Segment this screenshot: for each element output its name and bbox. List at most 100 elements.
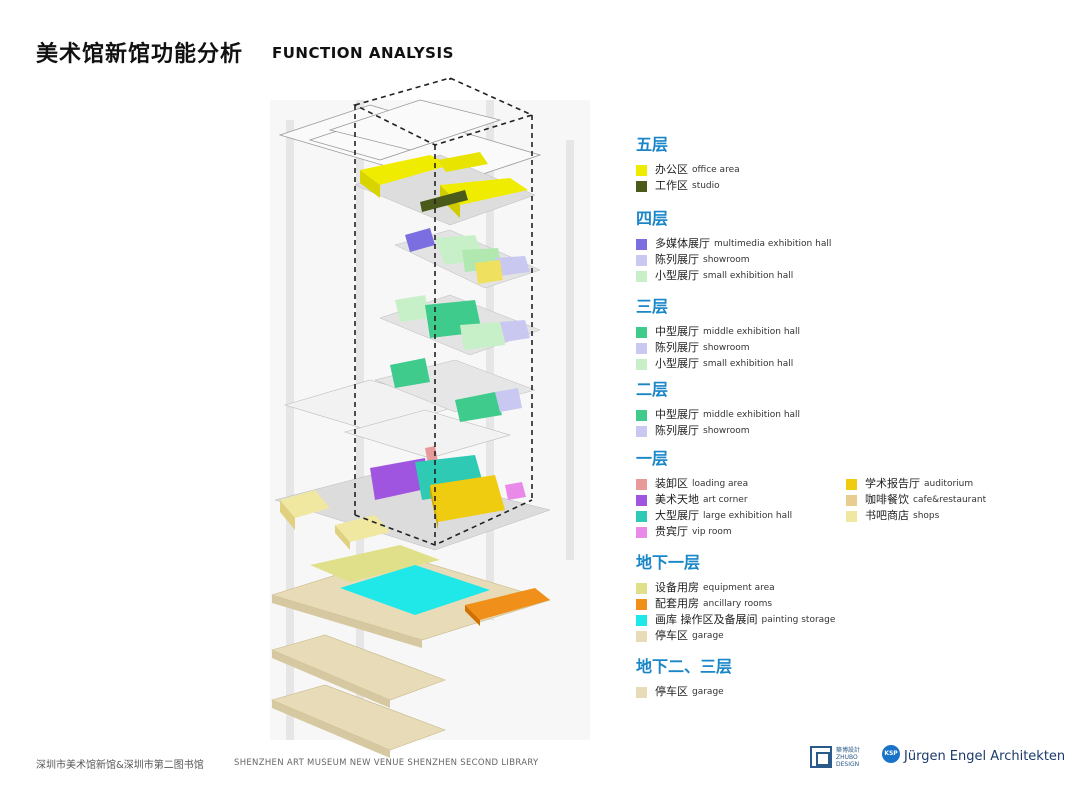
swatch-equipment <box>636 582 647 594</box>
b3-slab-side <box>272 700 390 758</box>
zhubo-logo: 築博設計 ZHUBO DESIGN <box>810 744 870 770</box>
legend-item: 配套用房 ancillary rooms <box>636 596 835 612</box>
legend-label-en: middle exhibition hall <box>703 327 801 337</box>
studio-block <box>420 190 468 212</box>
ancillary-block-side <box>465 605 480 626</box>
legend-item: 贵宾厅 vip room <box>636 524 846 540</box>
legend-item: 陈列展厅 showroom <box>636 340 800 356</box>
legend-label-en: equipment area <box>703 583 775 593</box>
legend-heading-f2: 二层 <box>636 380 669 399</box>
legend-item: 多媒体展厅 multimedia exhibition hall <box>636 236 831 252</box>
swatch-cafe <box>846 494 857 506</box>
tower-outline <box>352 77 535 546</box>
page-subtitle: FUNCTION ANALYSIS <box>272 44 454 62</box>
page-title: 美术馆新馆功能分析 <box>36 42 244 67</box>
footer-project-en: SHENZHEN ART MUSEUM NEW VENUE SHENZHEN S… <box>234 758 539 768</box>
middle-hall-2b <box>455 392 502 422</box>
legend-label-en: showroom <box>703 343 750 353</box>
equipment-block <box>310 545 440 582</box>
legend-label-en: painting storage <box>761 615 836 625</box>
b1-slab-side <box>272 595 422 648</box>
basement-2 <box>271 634 446 708</box>
legend-label-en: multimedia exhibition hall <box>714 239 832 249</box>
legend-label-en: garage <box>692 687 724 697</box>
legend-label-cn: 美术天地 <box>655 493 699 506</box>
legend-heading-b1: 地下一层 <box>636 553 701 572</box>
swatch-showroom <box>636 425 647 437</box>
legend-label-cn: 停车区 <box>655 685 688 698</box>
floor-2-slab-right <box>343 409 512 459</box>
legend-label-en: large exhibition hall <box>703 511 793 521</box>
legend-label-en: vip room <box>692 527 732 537</box>
legend-label-en: ancillary rooms <box>703 599 773 609</box>
b2-slab-side <box>272 650 390 708</box>
auditorium-block <box>430 475 505 522</box>
swatch-auditorium <box>846 478 857 490</box>
auditorium-side <box>430 485 438 530</box>
zhubo-logo-mark <box>810 746 832 768</box>
legend-label-cn: 贵宾厅 <box>655 525 688 538</box>
legend-label-en: garage <box>692 631 724 641</box>
legend-heading-f4: 四层 <box>636 209 669 228</box>
ancillary-block <box>465 588 550 620</box>
small-hall-3b <box>460 322 505 350</box>
legend-label-cn: 陈列展厅 <box>655 253 699 266</box>
b2-slab <box>271 634 446 701</box>
swatch-showroom <box>636 254 647 266</box>
legend-label-cn: 设备用房 <box>655 581 699 594</box>
floor-1 <box>274 446 551 551</box>
floor-2 <box>283 358 536 459</box>
legend-label-cn: 配套用房 <box>655 597 699 610</box>
legend-label-cn: 陈列展厅 <box>655 424 699 437</box>
showroom-2 <box>495 388 522 412</box>
legend-label-en: small exhibition hall <box>703 359 794 369</box>
legend-label-cn: 装卸区 <box>655 477 688 490</box>
legend-heading-f1: 一层 <box>636 449 669 468</box>
shops-block <box>335 515 390 542</box>
legend-label-en: small exhibition hall <box>703 271 794 281</box>
office-block <box>360 155 450 185</box>
zhubo-logo-line1: 築博設計 <box>836 746 861 754</box>
legend-label-cn: 大型展厅 <box>655 509 699 522</box>
auditorium-accent <box>475 260 503 284</box>
swatch-art-corner <box>636 494 647 506</box>
showroom-3 <box>500 320 530 342</box>
swatch-small-hall <box>636 358 647 370</box>
legend-item: 设备用房 equipment area <box>636 580 835 596</box>
swatch-painting-storage <box>636 614 647 626</box>
legend-label-cn: 工作区 <box>655 179 688 192</box>
swatch-ancillary <box>636 598 647 610</box>
cafe-block-side <box>280 500 295 530</box>
legend-item: 大型展厅 large exhibition hall <box>636 508 846 524</box>
legend-label-cn: 多媒体展厅 <box>655 237 710 250</box>
legend-item: 陈列展厅 showroom <box>636 423 800 439</box>
legend-label-en: showroom <box>703 426 750 436</box>
zhubo-logo-line3: DESIGN <box>836 760 860 768</box>
multimedia-block <box>405 228 435 252</box>
middle-hall-2a <box>390 358 430 388</box>
legend-label-cn: 办公区 <box>655 163 688 176</box>
swatch-multimedia <box>636 238 647 250</box>
legend-label-en: loading area <box>692 479 749 489</box>
juergen-engel-logo: Jürgen Engel Architekten <box>904 749 1066 764</box>
legend-heading-f3: 三层 <box>636 297 669 316</box>
legend-label-cn: 陈列展厅 <box>655 341 699 354</box>
floor-5 <box>354 152 536 226</box>
legend-label-en: auditorium <box>924 479 974 489</box>
swatch-middle-hall <box>636 409 647 421</box>
legend-item: 停车区 garage <box>636 684 732 700</box>
legend-label-en: studio <box>692 181 720 191</box>
cafe-block <box>280 490 330 518</box>
floor-3 <box>379 294 541 356</box>
b3-slab <box>271 684 446 751</box>
